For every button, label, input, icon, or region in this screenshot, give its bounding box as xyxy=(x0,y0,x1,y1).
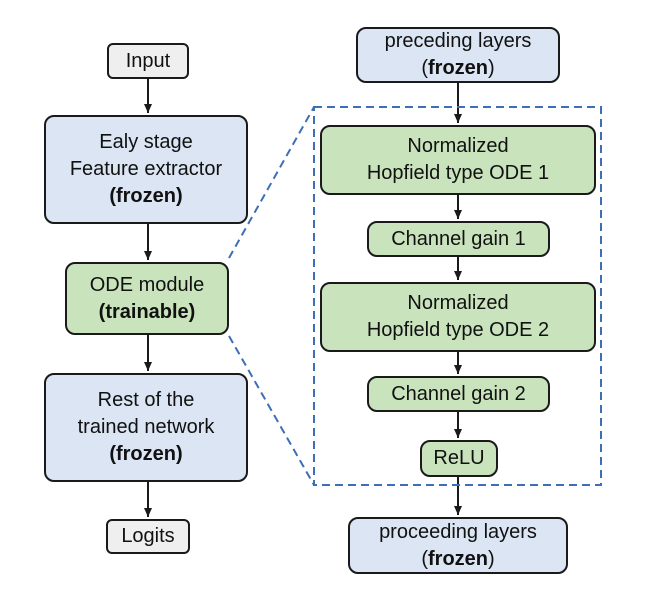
feature-extractor-node: Ealy stage Feature extractor (frozen) xyxy=(44,115,248,224)
preceding-paren-close: ) xyxy=(488,57,495,79)
proceeding-layers-status: (frozen) xyxy=(421,546,494,573)
hopfield-ode-2-line2: Hopfield type ODE 2 xyxy=(366,319,550,341)
zoom-line-bottom xyxy=(228,335,315,486)
preceding-layers-node: preceding layers (frozen) xyxy=(356,27,560,83)
feature-extractor-status: (frozen) xyxy=(109,185,183,207)
feature-extractor-line1: Ealy stage xyxy=(99,131,193,153)
proceeding-layers-node: proceeding layers (frozen) xyxy=(348,517,568,574)
rest-network-line2: trained network xyxy=(77,416,215,438)
hopfield-ode-2-line1: Normalized xyxy=(407,292,509,314)
ode-module-status: (trainable) xyxy=(98,300,196,323)
preceding-layers-line1: preceding layers xyxy=(384,30,532,52)
logits-node: Logits xyxy=(106,519,190,554)
channel-gain-1-label: Channel gain 1 xyxy=(391,227,526,250)
preceding-layers-status: (frozen) xyxy=(421,55,494,82)
input-label: Input xyxy=(125,49,171,72)
hopfield-ode-1-line2: Hopfield type ODE 1 xyxy=(366,162,550,184)
preceding-paren-open: ( xyxy=(421,57,428,79)
hopfield-ode-2-node: Normalized Hopfield type ODE 2 xyxy=(320,282,596,352)
channel-gain-1-node: Channel gain 1 xyxy=(367,221,550,257)
ode-module-line1: ODE module xyxy=(89,273,205,296)
proceeding-paren-close: ) xyxy=(488,547,495,570)
rest-network-status: (frozen) xyxy=(109,443,183,465)
hopfield-ode-1-node: Normalized Hopfield type ODE 1 xyxy=(320,125,596,195)
feature-extractor-line2: Feature extractor xyxy=(69,158,223,180)
relu-node: ReLU xyxy=(420,440,498,477)
ode-module-node: ODE module (trainable) xyxy=(65,262,229,335)
channel-gain-2-node: Channel gain 2 xyxy=(367,376,550,412)
hopfield-ode-1-line1: Normalized xyxy=(407,135,509,157)
preceding-frozen-label: frozen xyxy=(428,57,488,79)
rest-network-node: Rest of the trained network (frozen) xyxy=(44,373,248,482)
input-node: Input xyxy=(107,43,189,79)
relu-label: ReLU xyxy=(433,447,485,469)
channel-gain-2-label: Channel gain 2 xyxy=(391,382,526,405)
rest-network-line1: Rest of the xyxy=(97,389,195,411)
proceeding-frozen-label: frozen xyxy=(428,547,488,570)
zoom-line-top xyxy=(228,106,315,259)
ode-module-expansion-outline xyxy=(313,106,602,486)
proceeding-paren-open: ( xyxy=(421,547,428,570)
logits-label: Logits xyxy=(121,525,175,547)
proceeding-layers-line1: proceeding layers xyxy=(379,520,537,543)
